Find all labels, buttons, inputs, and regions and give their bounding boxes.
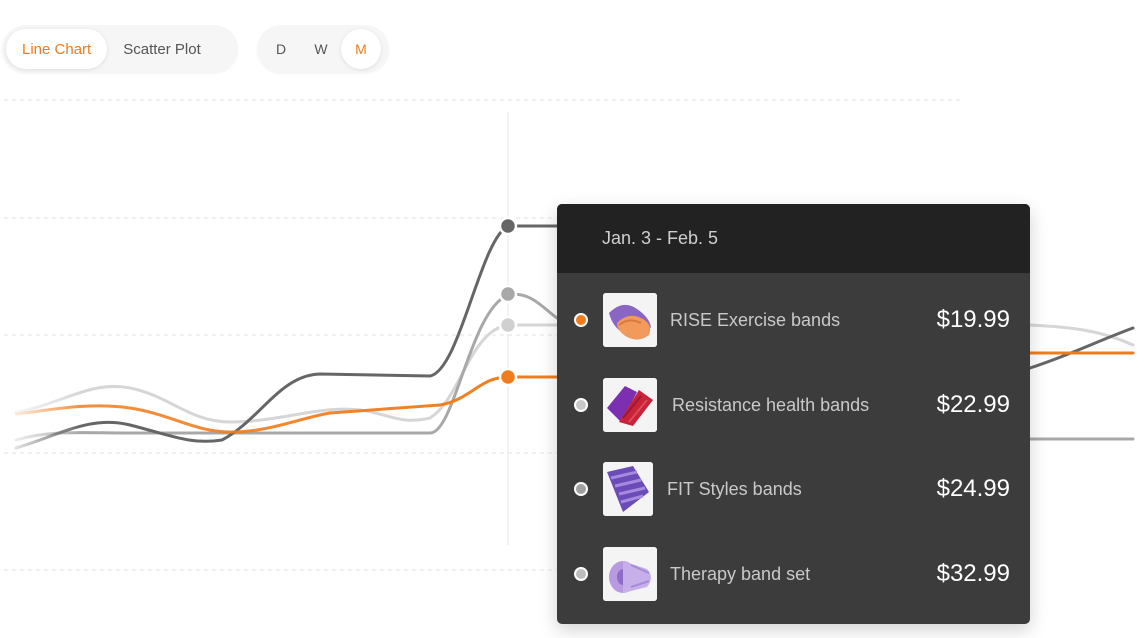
exercise-band-roll-lavender-icon — [603, 547, 657, 601]
tooltip-row: RISE Exercise bands $19.99 — [557, 291, 1030, 349]
hover-point-light — [498, 315, 518, 335]
exercise-band-red-purple-icon — [603, 378, 657, 432]
product-name: RISE Exercise bands — [670, 309, 841, 330]
series-dot — [574, 398, 588, 412]
period-week-tab[interactable]: W — [314, 41, 328, 57]
hover-point-dark — [498, 216, 518, 236]
chart-tooltip: Jan. 3 - Feb. 5 RISE Exercise bands $19.… — [557, 204, 1030, 624]
series-line-light-right — [1028, 323, 1135, 347]
tooltip-header: Jan. 3 - Feb. 5 — [557, 204, 1030, 273]
tooltip-row: FIT Styles bands $24.99 — [557, 460, 1030, 518]
series-dot — [574, 482, 588, 496]
product-price: $19.99 — [936, 306, 1010, 333]
product-price: $24.99 — [936, 475, 1010, 502]
hover-points — [498, 216, 518, 387]
period-toggle: D W M — [257, 25, 389, 73]
series-line-dark-right — [1028, 326, 1135, 370]
series-dot — [574, 313, 588, 327]
tooltip-date-range: Jan. 3 - Feb. 5 — [602, 228, 719, 248]
scatter-plot-tab[interactable]: Scatter Plot — [123, 40, 201, 58]
product-name: Therapy band set — [670, 563, 811, 584]
period-month-tab[interactable]: M — [341, 29, 381, 69]
hover-point-mid — [498, 284, 518, 304]
product-price: $32.99 — [936, 560, 1010, 587]
series-line-orange — [14, 375, 559, 434]
exercise-band-orange-purple-icon — [603, 293, 657, 347]
series-line-light — [14, 323, 559, 424]
product-price: $22.99 — [936, 391, 1010, 418]
series-dot — [574, 567, 588, 581]
exercise-band-set-purple-icon — [603, 462, 653, 516]
series-line-mid — [14, 292, 559, 442]
chart-type-toggle: Line Chart Scatter Plot — [2, 25, 238, 73]
product-name: FIT Styles bands — [667, 478, 802, 499]
series-line-dark — [14, 224, 559, 450]
tooltip-row: Resistance health bands $22.99 — [557, 376, 1030, 434]
hover-point-orange — [498, 367, 518, 387]
tooltip-row: Therapy band set $32.99 — [557, 545, 1030, 603]
line-chart-tab[interactable]: Line Chart — [6, 29, 108, 69]
product-name: Resistance health bands — [672, 394, 870, 415]
period-day-tab[interactable]: D — [275, 41, 287, 57]
